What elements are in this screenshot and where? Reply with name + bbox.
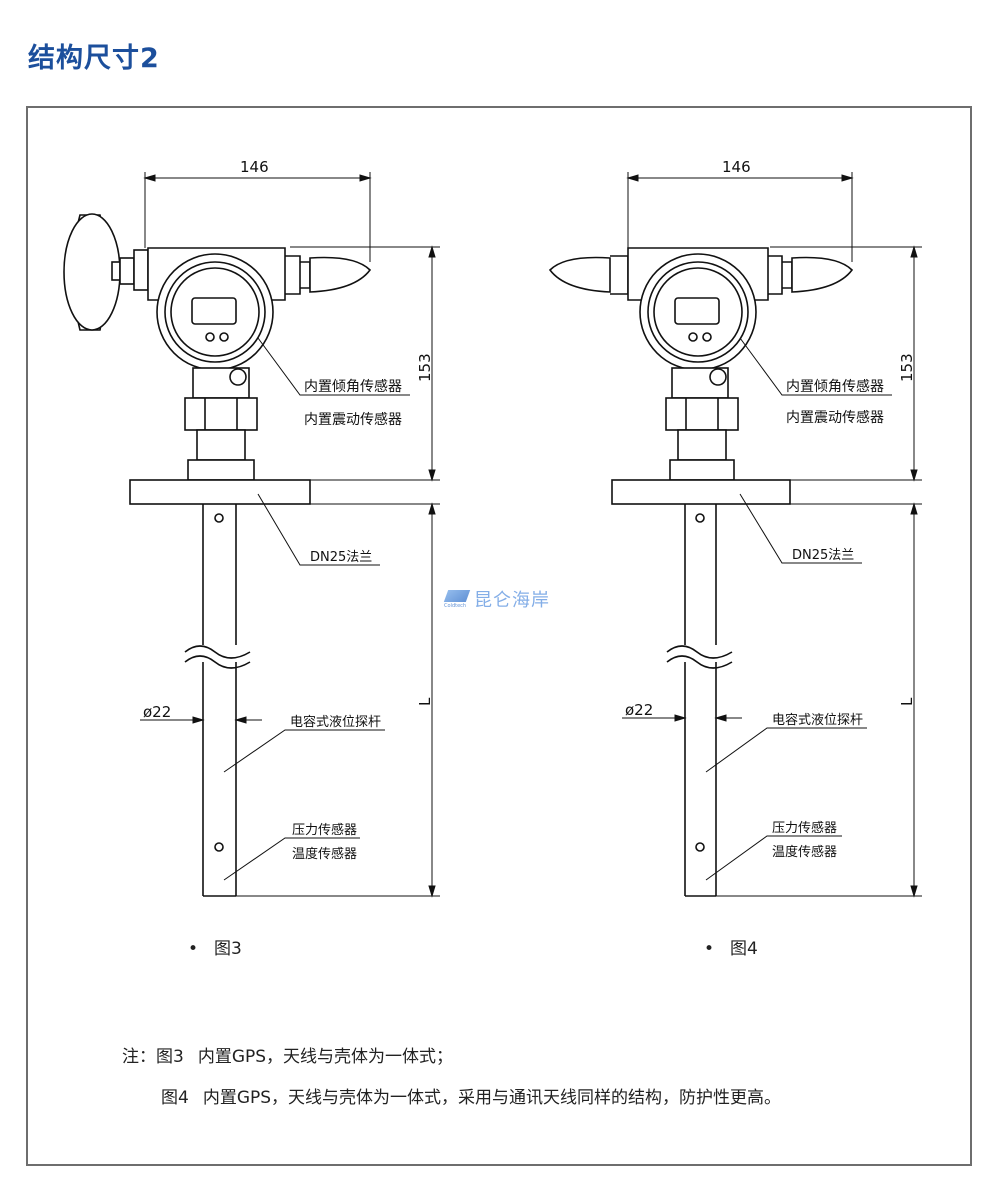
- fig4-diameter-value: ø22: [625, 701, 653, 719]
- fig3-pressure-label: 压力传感器: [292, 822, 357, 838]
- note-line-1: 注：图3 内置GPS，天线与壳体为一体式；: [122, 1042, 467, 1067]
- leader-lines: [223, 337, 410, 881]
- gps-antenna-round: [63, 213, 149, 331]
- note-1-text: 内置GPS，天线与壳体为一体式；: [197, 1047, 454, 1067]
- fig4-length-value: L: [898, 697, 916, 706]
- note-prefix: 注：: [122, 1047, 156, 1067]
- flange: [129, 479, 311, 505]
- figure-3: [63, 172, 440, 898]
- fig3-vibration-label: 内置震动传感器: [304, 411, 402, 428]
- flange: [611, 479, 791, 505]
- dimension-length: [236, 502, 440, 898]
- dimension-height: [290, 245, 440, 482]
- fig3-width-value: 146: [240, 158, 269, 176]
- note-2-text: 内置GPS，天线与壳体为一体式，采用与通讯天线同样的结构，防护性更高。: [202, 1088, 782, 1108]
- note-line-2: 图4 内置GPS，天线与壳体为一体式，采用与通讯天线同样的结构，防护性更高。: [161, 1083, 795, 1108]
- dimension-diameter: [622, 714, 742, 722]
- brand-logo: Coldtech 昆仑海岸: [444, 586, 550, 612]
- fig4-flange-label: DN25法兰: [792, 548, 854, 563]
- probe: [184, 504, 251, 897]
- fig3-diameter-value: ø22: [143, 703, 171, 721]
- fig4-width-value: 146: [722, 158, 751, 176]
- dimension-length: [716, 502, 922, 898]
- probe: [666, 504, 733, 897]
- fig3-probe-label: 电容式液位探杆: [290, 714, 381, 730]
- dimension-width: [626, 172, 854, 262]
- fig4-height-value: 153: [898, 353, 916, 382]
- logo-mark-icon: Coldtech: [444, 590, 470, 609]
- logo-text: 昆仑海岸: [474, 590, 550, 611]
- fig3-length-value: L: [416, 697, 434, 706]
- dimension-height: [770, 245, 922, 482]
- figure-4: [548, 172, 922, 898]
- note-2-figure: 图4: [161, 1088, 189, 1108]
- housing: [548, 247, 854, 481]
- figure-3-caption: •图3: [188, 939, 242, 959]
- dimension-diameter: [140, 716, 262, 724]
- fig4-temperature-label: 温度传感器: [772, 844, 837, 860]
- fig4-tilt-label: 内置倾角传感器: [786, 378, 884, 395]
- fig3-flange-label: DN25法兰: [310, 550, 372, 565]
- fig4-vibration-label: 内置震动传感器: [786, 409, 884, 426]
- leader-lines: [705, 337, 892, 881]
- page-title: 结构尺寸2: [28, 43, 160, 74]
- fig3-tilt-label: 内置倾角传感器: [304, 378, 402, 395]
- note-1-figure: 图3: [156, 1047, 184, 1067]
- fig4-probe-label: 电容式液位探杆: [772, 712, 863, 728]
- fig3-temperature-label: 温度传感器: [292, 846, 357, 862]
- fig3-height-value: 153: [416, 353, 434, 382]
- fig4-pressure-label: 压力传感器: [772, 820, 837, 836]
- figure-4-caption: •图4: [704, 939, 758, 959]
- drawing-frame: [26, 106, 972, 1166]
- housing: [147, 247, 372, 481]
